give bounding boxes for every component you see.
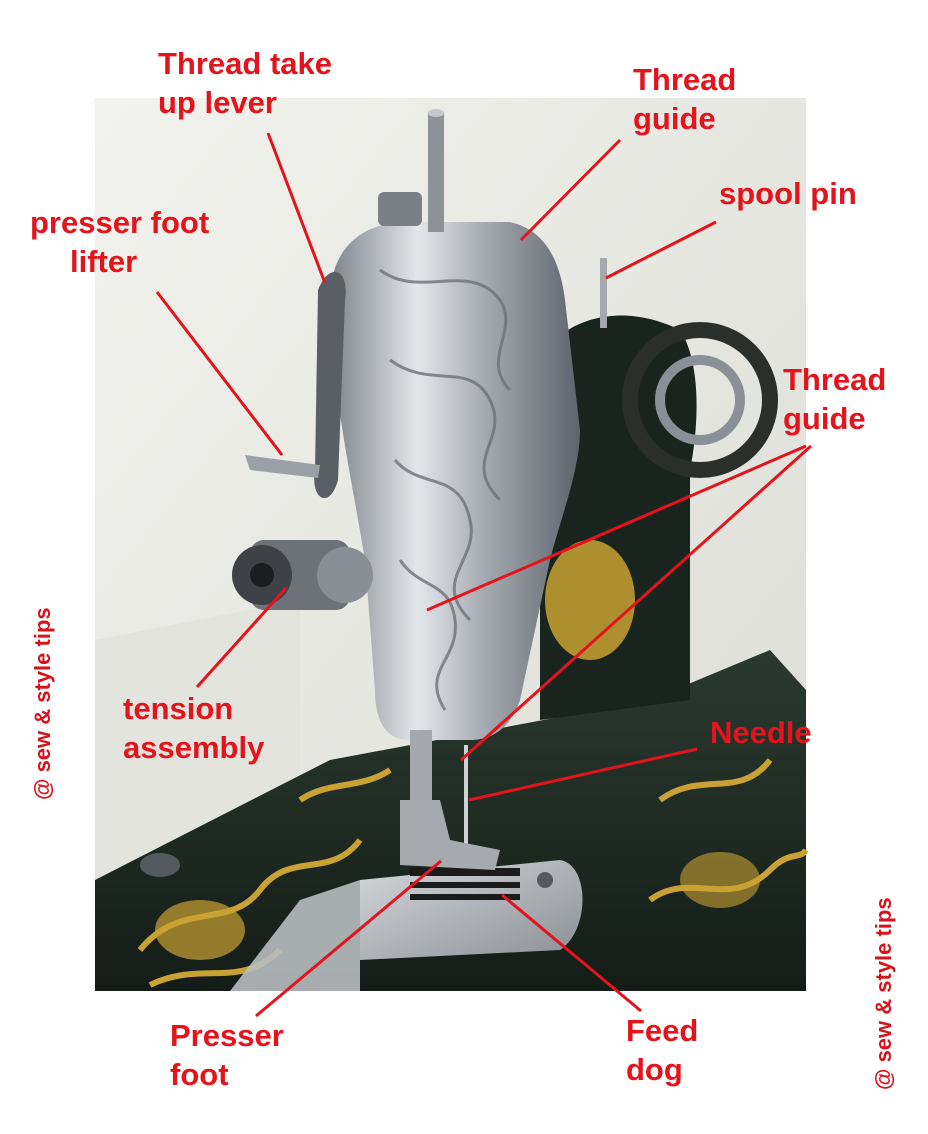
take-up-lever-shape	[314, 271, 346, 499]
label-presser-foot: Presser foot	[170, 1018, 284, 1092]
leader-line-presser-foot-lifter	[155, 291, 284, 456]
label-presser-foot-lifter: presser foot lifter	[30, 205, 210, 279]
label-needle: Needle	[710, 715, 812, 750]
watermark-left: @ sew & style tips	[30, 607, 55, 800]
leader-line-presser-foot	[255, 859, 442, 1018]
leader-lines	[155, 132, 813, 1018]
face-plate-engraving	[379, 268, 512, 711]
pressure-knob	[378, 192, 422, 226]
label-spool-pin: spool pin	[719, 176, 857, 211]
arm-gold-decal	[545, 540, 635, 660]
leader-line-tension-assembly	[195, 586, 288, 689]
leader-line-needle	[468, 747, 698, 802]
presser-foot-shape	[400, 800, 500, 870]
leader-line-take-up-lever	[266, 132, 327, 284]
label-feed-dog: Feed dog	[626, 1013, 699, 1087]
label-thread-take-up-lever: Thread take up lever	[158, 46, 333, 120]
leader-line-thread-guide-eye	[459, 444, 813, 762]
presser-foot-lifter-shape	[245, 455, 320, 478]
handwheel	[622, 322, 778, 478]
needle-bar	[410, 730, 432, 810]
machine-bed	[95, 650, 806, 991]
presser-bar	[428, 112, 444, 232]
leader-line-feed-dog	[501, 893, 642, 1013]
needle-shape	[464, 745, 468, 865]
leader-line-spool-pin	[605, 220, 717, 280]
spool-pin-shape	[600, 258, 607, 328]
watermark-right: @ sew & style tips	[871, 897, 896, 1090]
label-tension-assembly: tension assembly	[123, 691, 265, 765]
face-plate	[330, 222, 580, 740]
leader-line-thread-guide-top	[519, 138, 622, 242]
label-thread-guide-mid: Thread guide	[783, 362, 887, 436]
label-thread-guide-top: Thread guide	[633, 62, 737, 136]
leader-line-thread-guide-mid	[426, 444, 807, 612]
